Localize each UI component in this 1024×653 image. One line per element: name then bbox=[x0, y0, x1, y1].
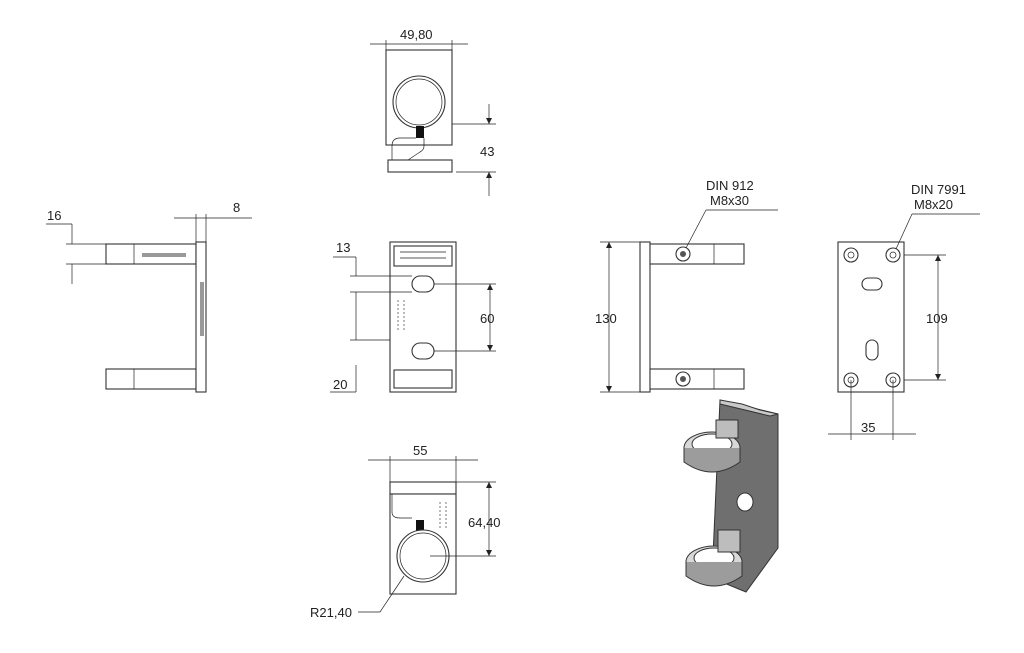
dim-front-slot: 13 bbox=[336, 240, 350, 255]
dim-bottom-width: 55 bbox=[413, 443, 427, 458]
dim-side-thickness: 16 bbox=[47, 208, 61, 223]
dim-front-edge: 20 bbox=[333, 377, 347, 392]
dim-overall-height: 130 bbox=[595, 311, 617, 326]
dim-hole-spacing-h: 35 bbox=[861, 420, 875, 435]
bottom-view: 55 64,40 R21,40 bbox=[310, 443, 501, 620]
dim-side-plate: 8 bbox=[233, 200, 240, 215]
dim-radius: R21,40 bbox=[310, 605, 352, 620]
callout-washer-std: DIN 7991 bbox=[911, 182, 966, 197]
callout-screw-size: M8x30 bbox=[710, 193, 749, 208]
dim-bottom-height: 64,40 bbox=[468, 515, 501, 530]
plate-view: 109 35 DIN 7991 M8x20 bbox=[828, 182, 980, 440]
isometric-render bbox=[683, 399, 779, 593]
callout-screw-std: DIN 912 bbox=[706, 178, 754, 193]
dim-front-spacing: 60 bbox=[480, 311, 494, 326]
dim-top-height: 43 bbox=[480, 144, 494, 159]
dim-hole-spacing-v: 109 bbox=[926, 311, 948, 326]
side-view: 16 8 bbox=[46, 200, 252, 393]
front-view: 13 60 20 bbox=[330, 240, 496, 393]
screw-view: 130 DIN 912 M8x30 bbox=[595, 178, 778, 393]
top-view: 49,80 43 bbox=[370, 27, 496, 196]
dim-top-width: 49,80 bbox=[400, 27, 433, 42]
callout-washer-size: M8x20 bbox=[914, 197, 953, 212]
